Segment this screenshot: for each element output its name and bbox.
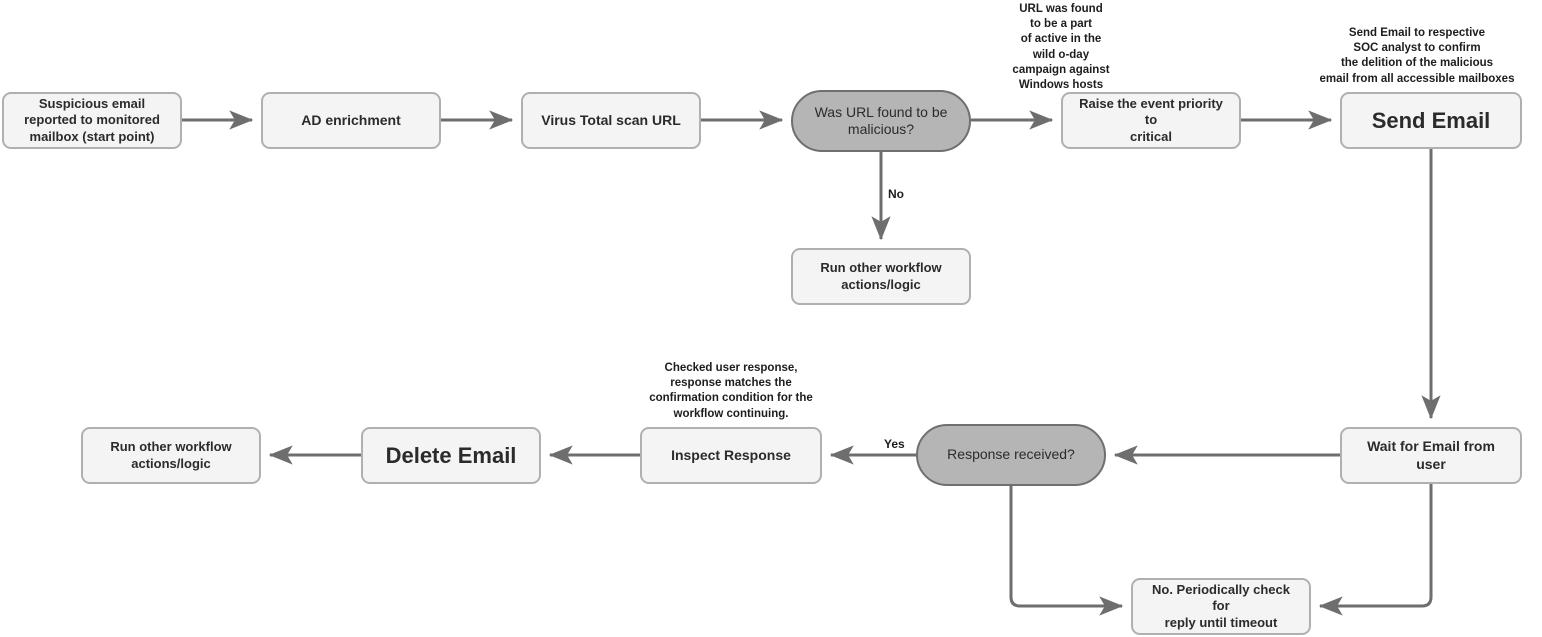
node-suspicious-email-start[interactable]: Suspicious email reported to monitored m… [2, 92, 182, 149]
annotation-url-found-in-campaign: URL was found to be a part of active in … [1012, 3, 1110, 91]
node-inspect-response[interactable]: Inspect Response [640, 427, 822, 484]
node-label: Wait for Email from user [1367, 438, 1495, 472]
edge-wait-to-periodic [1318, 484, 1433, 616]
node-label: Suspicious email reported to monitored m… [24, 96, 160, 144]
node-was-url-malicious-decision[interactable]: Was URL found to be malicious? [791, 90, 971, 152]
node-label: AD enrichment [301, 111, 401, 128]
node-label: Send Email [1371, 107, 1491, 133]
annotation-send-email-to-soc-analyst: Send Email to respective SOC analyst to … [1319, 27, 1515, 85]
node-label: Run other workflow actions/logic [110, 439, 232, 471]
node-label: Virus Total scan URL [541, 111, 681, 128]
node-virus-total-scan-url[interactable]: Virus Total scan URL [521, 92, 701, 149]
node-wait-for-email-from-user[interactable]: Wait for Email from user [1340, 427, 1522, 484]
node-label: Run other workflow actions/logic [820, 260, 942, 292]
node-response-received-decision[interactable]: Response received? [916, 424, 1106, 486]
edge-label-no-top: No [886, 187, 906, 201]
node-delete-email[interactable]: Delete Email [361, 427, 541, 484]
node-label: Was URL found to be malicious? [814, 103, 948, 138]
node-label: Raise the event priority to critical [1079, 96, 1223, 144]
node-run-other-workflow-top[interactable]: Run other workflow actions/logic [791, 248, 971, 305]
edge-label-yes-bottom: Yes [882, 437, 907, 451]
node-label: Delete Email [385, 442, 517, 468]
node-run-other-workflow-bottom[interactable]: Run other workflow actions/logic [81, 427, 261, 484]
node-label: No. Periodically check for reply until t… [1151, 582, 1290, 630]
node-send-email[interactable]: Send Email [1340, 92, 1522, 149]
node-label: Inspect Response [671, 446, 791, 463]
node-ad-enrichment[interactable]: AD enrichment [261, 92, 441, 149]
edge-response-no-to-periodic [1009, 486, 1124, 616]
node-periodically-check-reply[interactable]: No. Periodically check for reply until t… [1131, 578, 1311, 635]
annotation-checked-user-response: Checked user response, response matches … [649, 362, 813, 420]
node-raise-event-priority[interactable]: Raise the event priority to critical [1061, 92, 1241, 149]
node-label: Response received? [947, 446, 1075, 463]
